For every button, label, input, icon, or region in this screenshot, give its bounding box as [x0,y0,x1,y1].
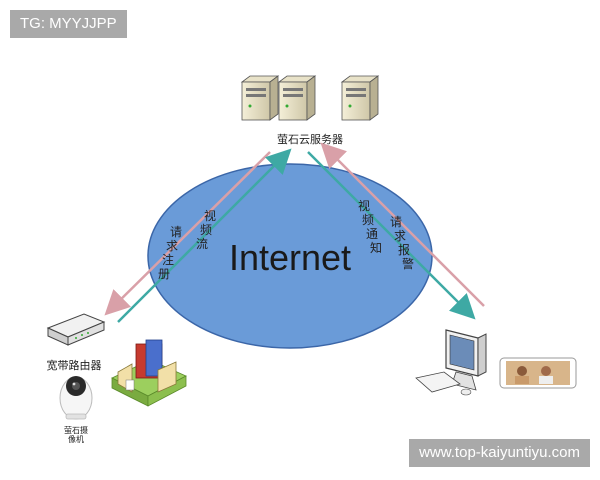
camera-icon [59,376,93,420]
building-icon [111,339,187,407]
flow-char: 报 [398,242,410,257]
flow-char: 视 [204,208,216,223]
arrow-server-to-client [307,151,476,320]
flow-char: 册 [158,267,170,281]
flow-char: 请 [170,225,182,239]
arrow-server-to-router [104,151,271,316]
flow-char: 警 [402,256,414,271]
flow-char: 频 [362,213,374,227]
internet-label: Internet [229,237,351,278]
phone-icon [499,357,577,389]
flow-char: 求 [166,239,178,253]
server-icon [240,75,380,121]
flow-char: 请 [390,215,402,229]
flow-char: 知 [370,241,382,255]
flow-char: 流 [196,237,208,251]
watermark-tag: TG: MYYJJPP [10,10,127,38]
camera-label-line1: 萤石摄 [64,425,88,435]
flow-label-left-video: 视频流 [196,208,216,251]
arrow-router-to-server [117,148,292,323]
flow-char: 视 [358,198,370,213]
computer-icon [415,329,487,396]
router-icon [46,313,106,346]
flow-char: 求 [394,229,406,243]
flow-char: 频 [200,223,212,237]
router-label: 宽带路由器 [47,358,102,372]
flow-char: 通 [366,227,378,241]
server-label: 萤石云服务器 [277,133,343,146]
flow-char: 注 [162,252,174,267]
camera-label-line2: 像机 [68,434,84,444]
watermark-url: www.top-kaiyuntiyu.com [409,439,590,467]
arrow-client-to-server [320,142,485,307]
